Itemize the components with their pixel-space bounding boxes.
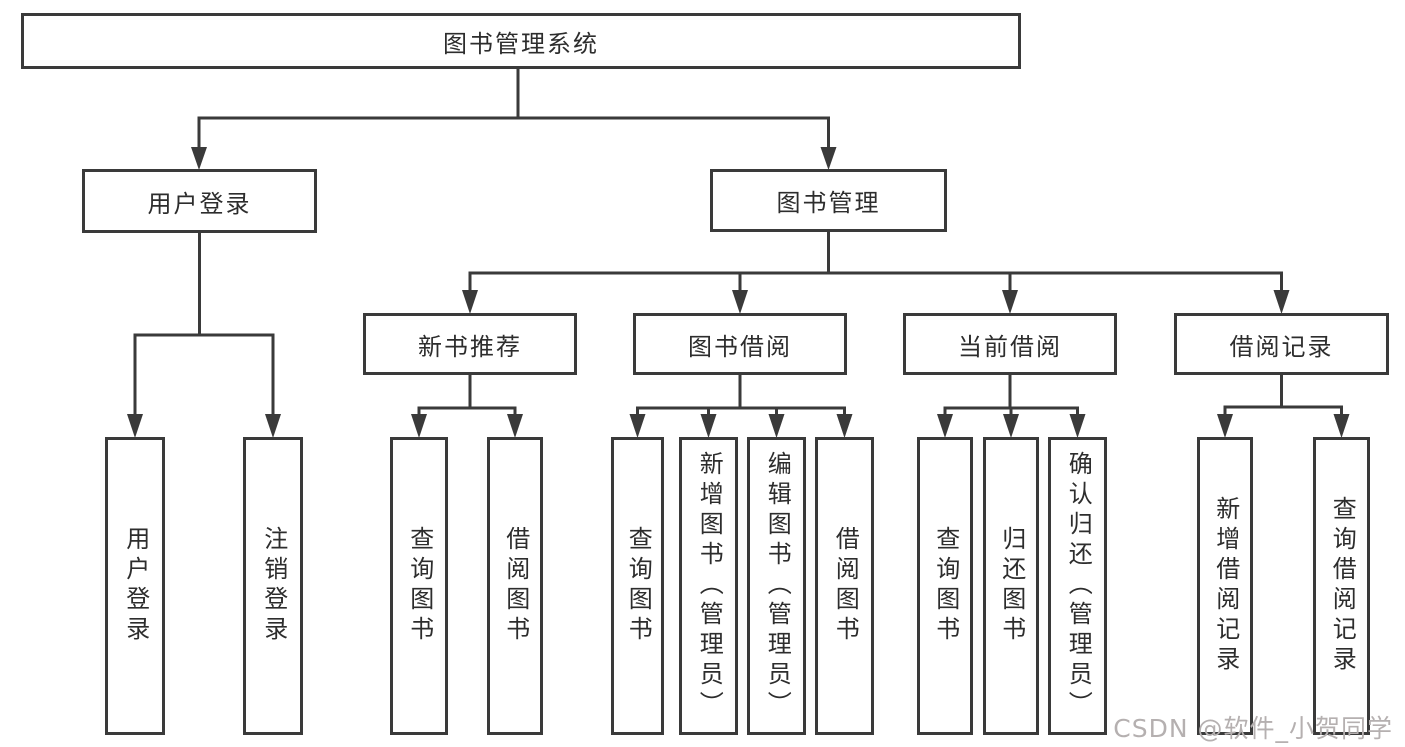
leaf-query-book-recommend: 查询图书: [390, 437, 448, 735]
node-book-management-label: 图书管理: [776, 189, 881, 217]
leaf-query-book-borrow: 查询图书: [611, 437, 664, 735]
leaf-edit-book-admin-label: 编辑图书（管理员）: [763, 451, 792, 721]
node-library-management-system-label: 图书管理系统: [443, 29, 599, 58]
node-book-borrow: 图书借阅: [633, 313, 847, 375]
leaf-add-borrow-record-label: 新增借阅记录: [1211, 496, 1240, 676]
leaf-logout: 注销登录: [243, 437, 303, 735]
edge-current-borrow-to-leaves: [937, 375, 1086, 438]
edge-new-book-recommend-to-leaves: [411, 375, 523, 438]
edge-borrow-record-to-leaves: [1217, 375, 1350, 438]
leaf-edit-book-admin: 编辑图书（管理员）: [747, 437, 806, 735]
edge-book-borrow-to-leaves: [629, 375, 853, 438]
edge-book-management-to-level2: [462, 232, 1290, 314]
leaf-query-book-current-label: 查询图书: [931, 526, 960, 646]
leaf-user-login-label: 用户登录: [121, 526, 150, 646]
node-current-borrow: 当前借阅: [903, 313, 1117, 375]
leaf-query-book-current: 查询图书: [917, 437, 973, 735]
node-book-management: 图书管理: [710, 169, 947, 232]
leaf-query-book-recommend-label: 查询图书: [405, 526, 434, 646]
watermark: CSDN @软件_小贺同学: [1113, 714, 1393, 743]
leaf-add-book-admin-label: 新增图书（管理员）: [695, 451, 724, 721]
leaf-add-borrow-record: 新增借阅记录: [1197, 437, 1253, 735]
leaf-query-borrow-record-label: 查询借阅记录: [1328, 496, 1357, 676]
leaf-query-book-borrow-label: 查询图书: [624, 526, 653, 646]
leaf-borrow-book: 借阅图书: [815, 437, 874, 735]
leaf-return-book: 归还图书: [983, 437, 1039, 735]
leaf-logout-label: 注销登录: [259, 526, 288, 646]
leaf-add-book-admin: 新增图书（管理员）: [679, 437, 738, 735]
leaf-query-borrow-record: 查询借阅记录: [1313, 437, 1370, 735]
leaf-confirm-return-admin: 确认归还（管理员）: [1048, 437, 1107, 735]
leaf-borrow-book-recommend: 借阅图书: [487, 437, 543, 735]
node-new-book-recommend-label: 新书推荐: [418, 332, 522, 361]
edge-user-login-to-leaves: [127, 233, 281, 438]
leaf-user-login: 用户登录: [105, 437, 165, 735]
node-user-login: 用户登录: [82, 169, 317, 233]
node-user-login-label: 用户登录: [147, 189, 252, 218]
node-current-borrow-label: 当前借阅: [958, 332, 1062, 361]
node-borrow-record-label: 借阅记录: [1229, 332, 1334, 361]
leaf-borrow-book-recommend-label: 借阅图书: [501, 526, 530, 646]
node-new-book-recommend: 新书推荐: [363, 313, 577, 375]
leaf-return-book-label: 归还图书: [997, 526, 1026, 646]
node-book-borrow-label: 图书借阅: [688, 332, 792, 361]
leaf-confirm-return-admin-label: 确认归还（管理员）: [1064, 451, 1093, 721]
node-borrow-record: 借阅记录: [1174, 313, 1389, 375]
leaf-borrow-book-label: 借阅图书: [831, 526, 860, 646]
edge-root-to-level1: [191, 68, 837, 170]
node-library-management-system: 图书管理系统: [21, 13, 1021, 69]
